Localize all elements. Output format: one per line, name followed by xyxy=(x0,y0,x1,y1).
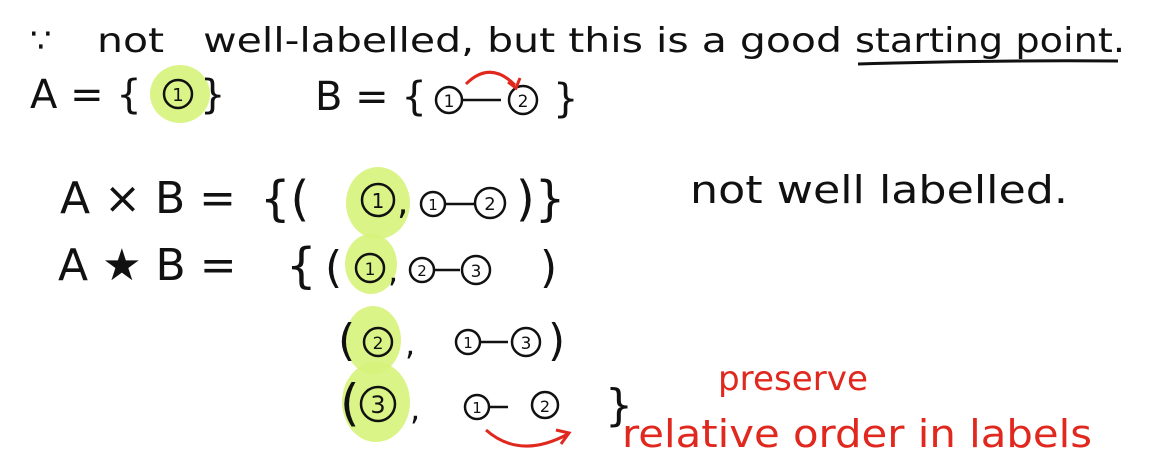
labelled-product-open: { xyxy=(286,238,317,294)
note-text: not well-labelled, but this is a good xyxy=(97,21,842,61)
row3-node-b: 2 xyxy=(540,397,550,416)
cartesian-open: {( xyxy=(260,171,309,227)
set-b-close: } xyxy=(553,76,578,122)
comma: , xyxy=(405,325,415,363)
cartesian-node-1: 1 xyxy=(428,196,438,214)
header-note: ∵ not well-labelled, but this is a good … xyxy=(30,21,1125,66)
emphasis-underline xyxy=(857,59,1119,66)
paren-open: ( xyxy=(338,315,355,366)
set-a-definition: A = { 1 } xyxy=(30,72,225,118)
node-circle xyxy=(473,186,507,220)
node-circle xyxy=(362,326,394,358)
cartesian-node-2: 2 xyxy=(484,194,495,215)
product-row-3: ( 3 , 1 2 } xyxy=(340,374,633,448)
labelled-product-close: } xyxy=(605,380,633,431)
labelled-product-label: A ★ B = xyxy=(58,240,237,291)
set-a-close: } xyxy=(200,72,225,118)
cartesian-label: A × B = xyxy=(60,173,236,224)
node-circle xyxy=(360,182,396,218)
set-b-node-1: 1 xyxy=(444,92,455,112)
row1-node-a: 2 xyxy=(417,262,427,280)
paren-close: ) xyxy=(548,315,565,366)
comma: , xyxy=(397,182,408,223)
node-circle xyxy=(507,84,539,116)
product-row-1: ( 1 , 2 3 ) xyxy=(325,242,557,293)
row2-node-a: 1 xyxy=(463,334,473,352)
arrow-head xyxy=(555,428,572,445)
row2-node-b: 3 xyxy=(521,334,532,354)
therefore-marker: ∵ xyxy=(30,21,52,61)
node-circle xyxy=(354,252,386,284)
highlight-row1 xyxy=(345,234,397,294)
paren-close: ) xyxy=(540,242,557,293)
order-arrow-b xyxy=(464,70,517,87)
set-b-node-2: 2 xyxy=(518,92,529,112)
note-emphasis: starting point. xyxy=(855,21,1125,61)
set-b-label: B = { xyxy=(315,74,427,120)
node-circle xyxy=(530,390,560,420)
paren-open: ( xyxy=(340,374,360,432)
cartesian-product: A × B = {( 1 , 1 2 )} not well labelled. xyxy=(60,168,1068,227)
comma: , xyxy=(388,252,398,290)
node-circle xyxy=(359,385,397,423)
set-a-node: 1 xyxy=(172,85,183,106)
paren-open: ( xyxy=(325,242,342,293)
arrow-head xyxy=(507,77,522,91)
cartesian-comment: not well labelled. xyxy=(690,168,1068,212)
row1-node-b: 3 xyxy=(471,262,482,282)
annotation-line-2: relative order in labels xyxy=(622,412,1092,456)
row3-node-a: 1 xyxy=(472,399,482,417)
node-circle xyxy=(510,326,542,358)
row1-highlight-node: 1 xyxy=(365,260,376,280)
product-row-2: ( 2 , 1 3 ) xyxy=(338,315,565,366)
order-annotation: preserve relative order in labels xyxy=(622,359,1092,456)
row2-highlight-node: 2 xyxy=(373,334,384,354)
highlight-row2 xyxy=(345,306,401,374)
comma: , xyxy=(410,390,420,428)
cartesian-close: )} xyxy=(516,171,565,227)
highlights xyxy=(150,65,410,442)
set-a-label: A = { xyxy=(30,72,142,118)
row3-highlight-node: 3 xyxy=(370,391,385,419)
order-arrow-row3 xyxy=(485,428,569,448)
highlight-row3 xyxy=(342,362,410,442)
highlight-axb-node xyxy=(346,167,410,239)
node-circle xyxy=(460,254,492,286)
highlight-a-node xyxy=(150,65,210,123)
node-circle xyxy=(162,78,194,110)
labelled-product: A ★ B = { ( 1 , 2 3 ) ( 2 , 1 3 ) xyxy=(58,238,633,448)
annotation-line-1: preserve xyxy=(718,359,868,399)
cartesian-highlight-node: 1 xyxy=(372,189,385,213)
set-b-definition: B = { 1 2 } xyxy=(315,70,578,122)
